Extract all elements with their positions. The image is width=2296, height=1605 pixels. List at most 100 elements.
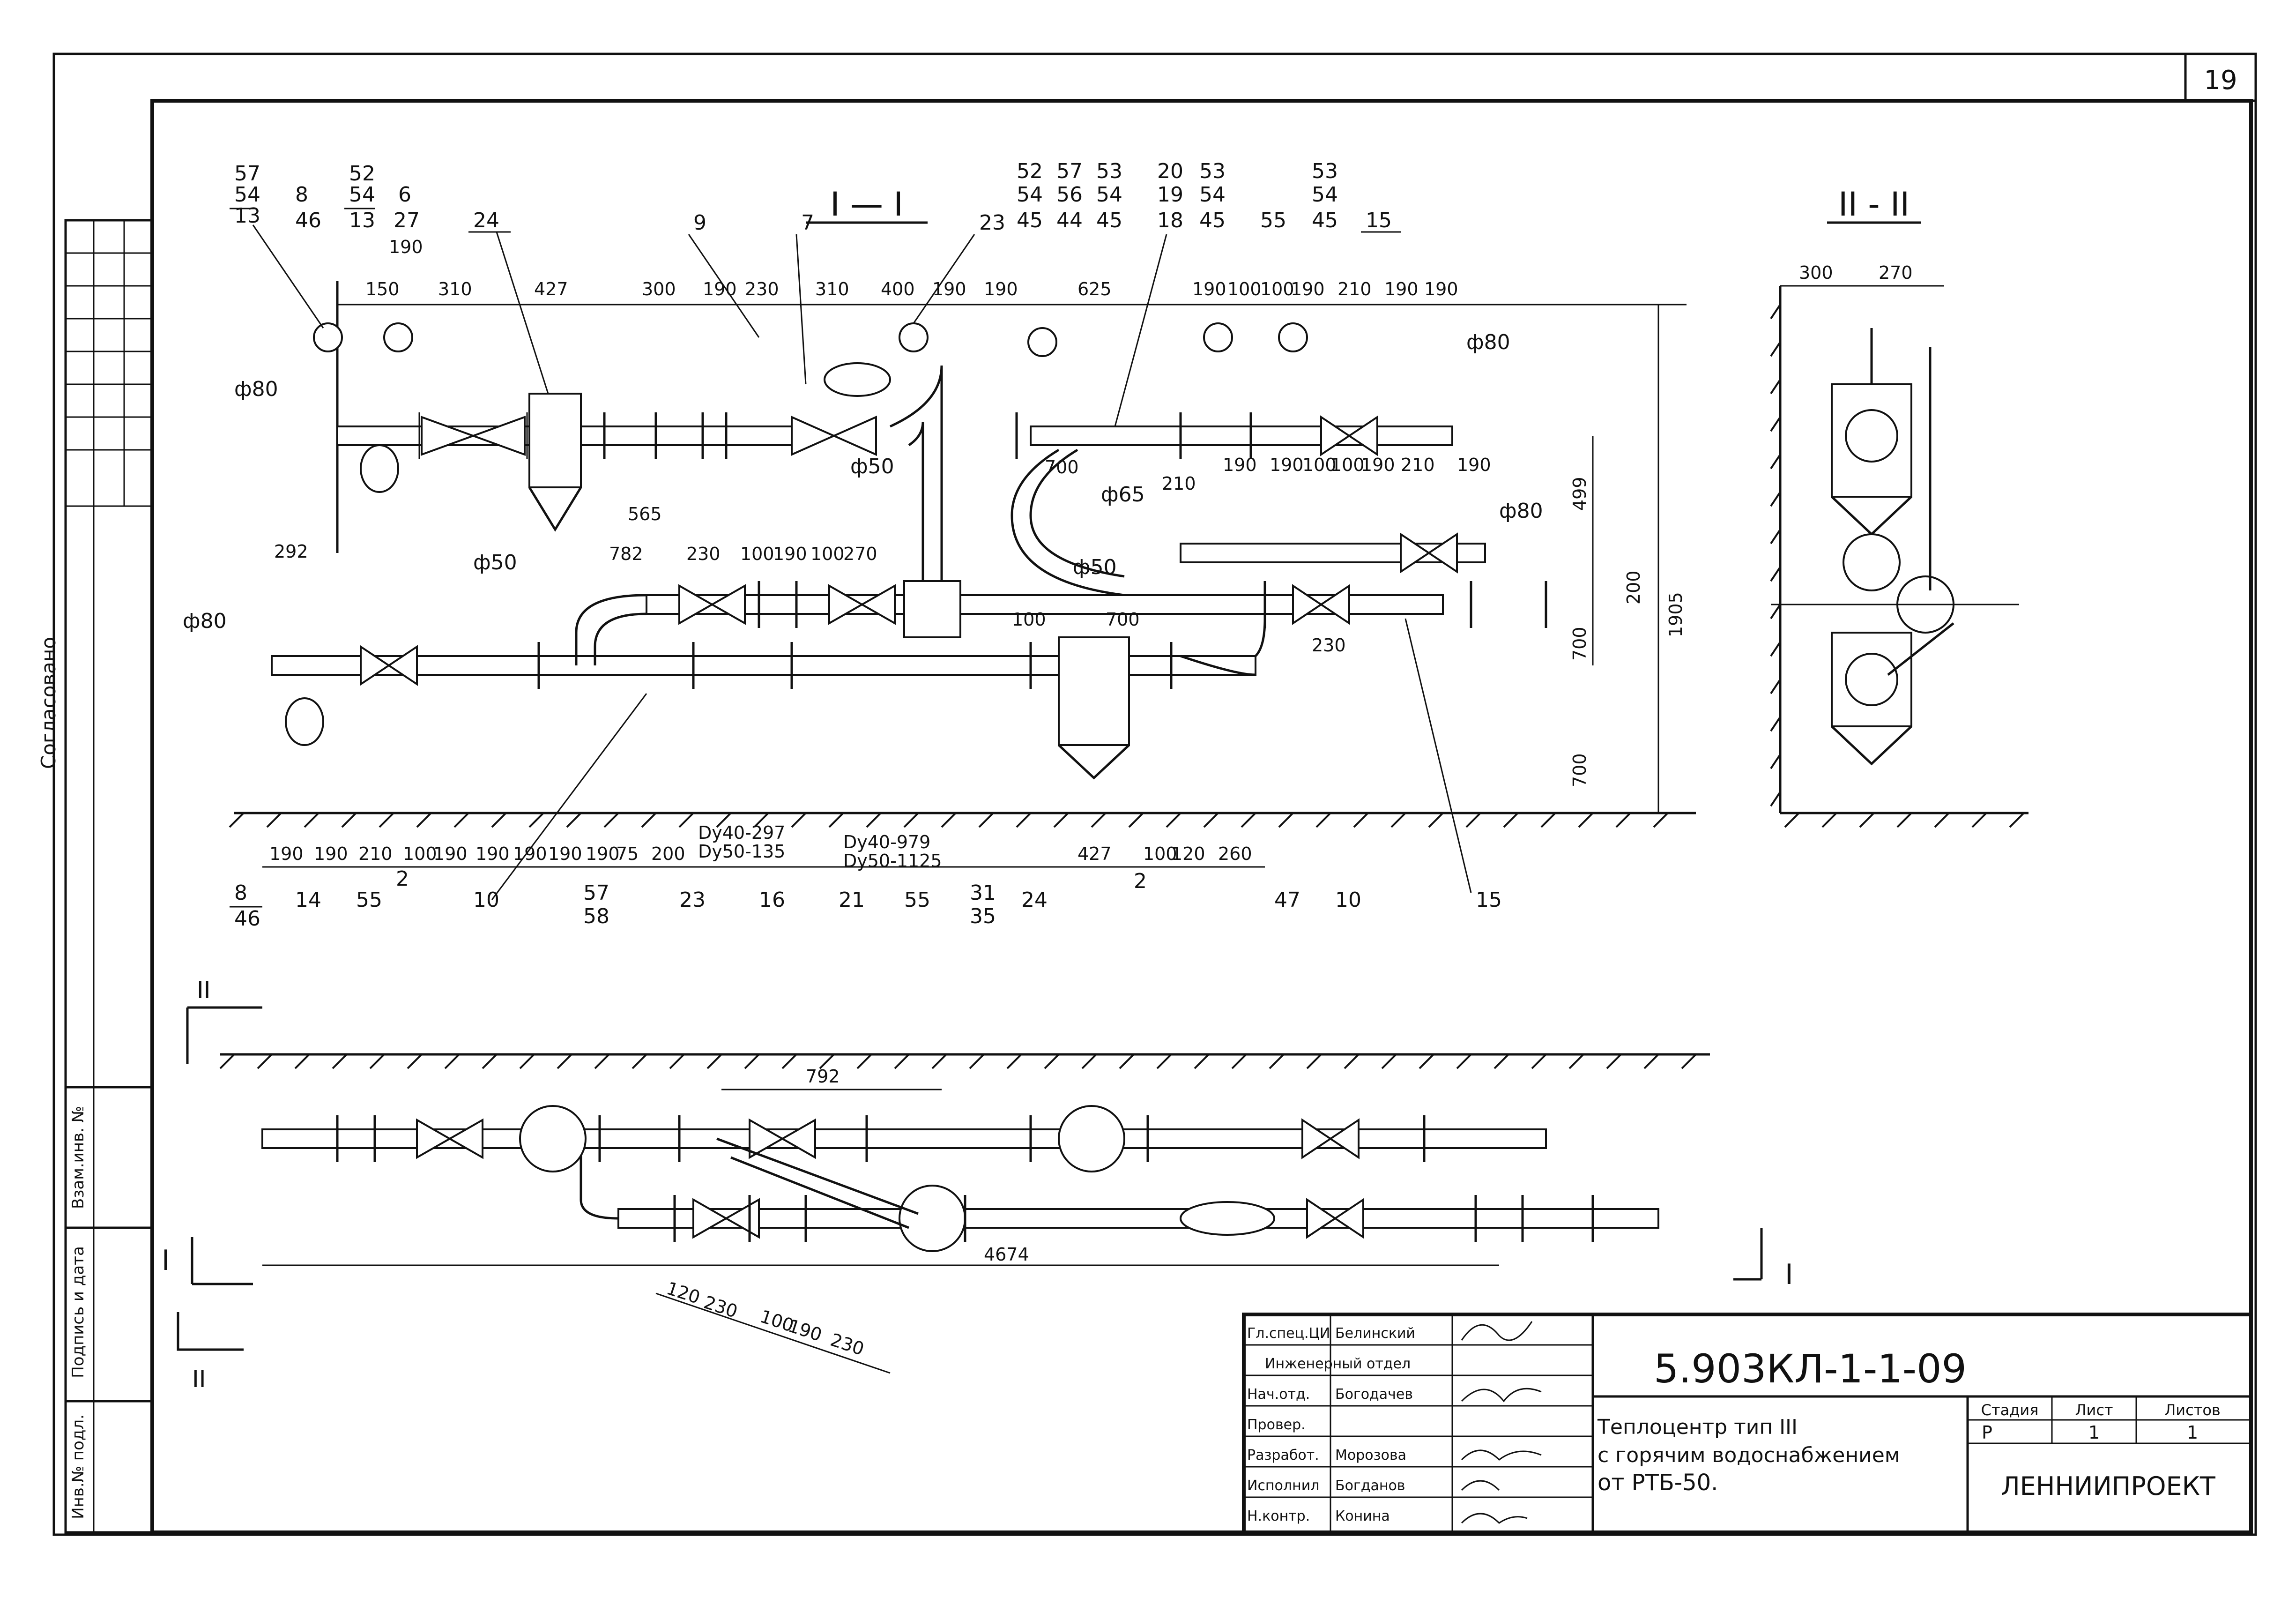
svg-text:210: 210 [1162, 473, 1196, 494]
svg-text:100: 100 [810, 544, 845, 564]
meter-lower [285, 697, 324, 746]
svg-text:ф50: ф50 [850, 455, 894, 478]
side-strip: Согласовано Взам.инв. № Подпись и дата И… [37, 219, 154, 1534]
mud-trap-upper [528, 393, 582, 532]
svg-text:53: 53 [1199, 159, 1226, 183]
signatures [1461, 1321, 1542, 1524]
top-dims: 150 190 310 427 300 190 230 310 400 190 … [365, 237, 1458, 299]
valve-upper-2 [791, 415, 877, 456]
svg-text:57: 57 [234, 162, 260, 186]
sheet-label: Лист [2075, 1401, 2113, 1419]
signature-rows: Гл.спец.ЦИ Белинский Инженерный отдел На… [1247, 1325, 1415, 1524]
svg-text:499: 499 [1569, 477, 1590, 511]
svg-text:ф50: ф50 [1073, 555, 1117, 579]
svg-text:55: 55 [904, 888, 930, 912]
svg-text:10: 10 [1335, 888, 1361, 912]
lower-bend-right [1255, 618, 1266, 657]
svg-text:792: 792 [806, 1066, 840, 1087]
svg-text:625: 625 [1077, 279, 1112, 299]
svg-text:100: 100 [1260, 279, 1294, 299]
svg-text:19: 19 [1157, 183, 1183, 207]
svg-text:24: 24 [473, 209, 499, 232]
svg-text:47: 47 [1274, 888, 1300, 912]
svg-text:ф50: ф50 [473, 551, 517, 575]
svg-text:Dу50-1125: Dу50-1125 [843, 851, 942, 871]
svg-text:310: 310 [815, 279, 849, 299]
svg-text:4674: 4674 [984, 1244, 1029, 1265]
side-label-inv-no: Взам.инв. № [69, 1106, 88, 1209]
stage-label: Стадия [1981, 1401, 2039, 1419]
svg-text:Н.контр.: Н.контр. [1247, 1508, 1310, 1524]
svg-text:190: 190 [1384, 279, 1419, 299]
svg-text:190: 190 [786, 1315, 825, 1345]
sheet-number-box [2184, 52, 2257, 102]
svg-text:53: 53 [1096, 159, 1122, 183]
stage-value: Р [1982, 1422, 1992, 1443]
svg-text:54: 54 [1199, 183, 1226, 207]
svg-text:190: 190 [389, 237, 423, 257]
svg-text:58: 58 [583, 904, 609, 928]
svg-text:190: 190 [932, 279, 966, 299]
svg-text:Морозова: Морозова [1335, 1447, 1406, 1463]
side-label-approved: Согласовано [37, 637, 60, 769]
svg-text:54: 54 [1017, 183, 1043, 207]
svg-text:Dу40-979: Dу40-979 [843, 832, 930, 852]
section-1-title: I — I [830, 185, 903, 224]
svg-text:270: 270 [1879, 262, 1913, 283]
svg-text:Dу40-297: Dу40-297 [698, 822, 785, 843]
svg-text:13: 13 [234, 204, 260, 228]
svg-text:75: 75 [616, 844, 639, 864]
title-block: 5.903КЛ-1-1-09 Теплоцентр тип III с горя… [1242, 1313, 2253, 1534]
svg-text:57: 57 [583, 881, 609, 905]
svg-text:23: 23 [679, 888, 706, 912]
svg-text:100: 100 [1143, 844, 1177, 864]
svg-text:46: 46 [234, 907, 260, 931]
svg-text:782: 782 [609, 544, 643, 564]
svg-text:230: 230 [1312, 635, 1346, 656]
svg-text:100: 100 [1012, 609, 1046, 630]
svg-text:210: 210 [358, 844, 393, 864]
svg-text:300: 300 [642, 279, 676, 299]
svg-text:Конина: Конина [1335, 1508, 1390, 1524]
svg-text:200: 200 [1623, 570, 1644, 605]
svg-text:Белинский: Белинский [1335, 1325, 1415, 1342]
svg-text:190: 190 [1361, 455, 1395, 475]
svg-text:ф65: ф65 [1101, 483, 1145, 507]
svg-text:700: 700 [1106, 609, 1140, 630]
svg-text:310: 310 [438, 279, 472, 299]
svg-text:I: I [162, 1244, 170, 1277]
svg-text:35: 35 [970, 904, 996, 928]
sheets-value: 1 [2187, 1422, 2198, 1443]
svg-text:230: 230 [745, 279, 779, 299]
svg-text:700: 700 [1569, 753, 1590, 787]
svg-text:427: 427 [534, 279, 568, 299]
dn-notes: Dу40-297 Dу50-135 Dу40-979 Dу50-1125 [698, 822, 942, 871]
svg-text:15: 15 [1366, 209, 1392, 232]
sheets-label: Листов [2164, 1401, 2221, 1419]
svg-text:427: 427 [1077, 844, 1112, 864]
svg-text:210: 210 [1401, 455, 1435, 475]
svg-text:100: 100 [1330, 455, 1365, 475]
diameter-labels: ф80 ф80 ф50 ф50 ф80 ф80 ф65 ф50 [183, 330, 1543, 633]
valve-mid-2 [828, 584, 896, 625]
elevator-body [824, 362, 891, 397]
svg-text:Гл.спец.ЦИ: Гл.спец.ЦИ [1247, 1325, 1330, 1342]
svg-text:II: II [197, 977, 211, 1004]
bottom-dims: 190 190 210 100 190 190 190 190 190 75 2… [269, 844, 1252, 864]
svg-text:56: 56 [1056, 183, 1083, 207]
svg-text:45: 45 [1312, 209, 1338, 232]
meter-upper [360, 444, 399, 493]
svg-text:31: 31 [970, 881, 996, 905]
svg-text:Нач.отд.: Нач.отд. [1247, 1386, 1310, 1403]
svg-text:190: 190 [269, 844, 304, 864]
floor-hatch [229, 812, 1669, 828]
elevator-cross [903, 580, 961, 638]
svg-text:21: 21 [839, 888, 865, 912]
svg-text:54: 54 [349, 183, 375, 207]
svg-text:190: 190 [1457, 455, 1491, 475]
svg-text:Провер.: Провер. [1247, 1417, 1306, 1433]
svg-text:16: 16 [759, 888, 785, 912]
valve-lower-1 [360, 645, 418, 686]
valve-upper-3 [1320, 415, 1378, 456]
svg-text:54: 54 [1096, 183, 1122, 207]
